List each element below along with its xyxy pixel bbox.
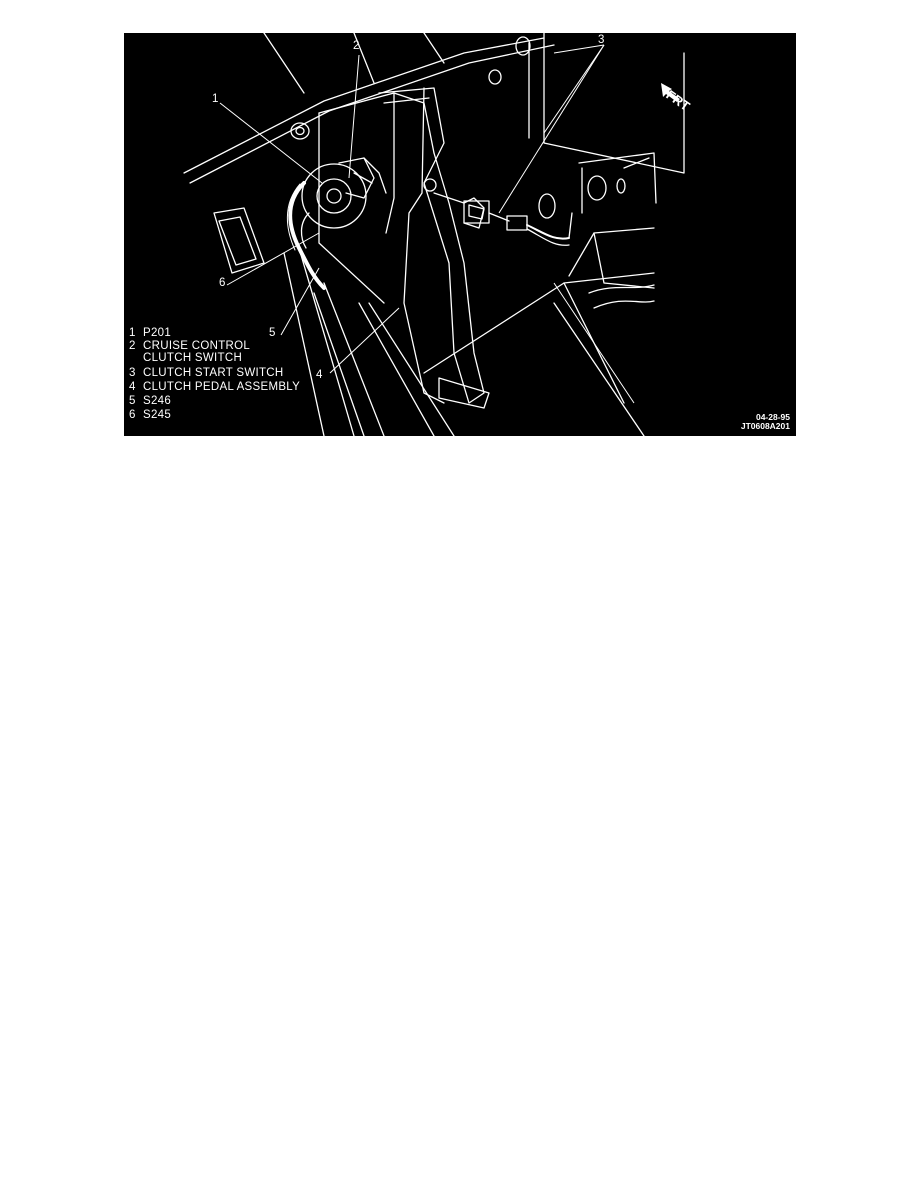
legend-item: 3 CLUTCH START SWITCH xyxy=(129,366,300,380)
legend-label: S245 xyxy=(143,409,172,421)
legend-item: 5 S246 xyxy=(129,394,300,408)
date-code: 04-28-95 xyxy=(755,412,790,422)
callout-5: 5 xyxy=(269,327,276,339)
clutch-pedal-diagram: 1 2 3 4 5 6 FRT 1 P201 2 CRUISE CONTROL … xyxy=(124,33,796,436)
callout-3: 3 xyxy=(598,34,605,46)
legend-label: P201 xyxy=(143,327,172,339)
legend-item: 1 P201 xyxy=(129,326,300,340)
legend-number: 4 xyxy=(129,381,136,393)
figure-code: JT0608A201 xyxy=(740,421,790,431)
legend-number: 3 xyxy=(129,367,136,379)
line-drawing xyxy=(183,33,685,436)
legend: 1 P201 2 CRUISE CONTROL CLUTCH SWITCH 3 … xyxy=(129,326,300,422)
legend-label: CLUTCH PEDAL ASSEMBLY xyxy=(143,381,301,393)
callout-1: 1 xyxy=(212,93,219,105)
legend-label: CRUISE CONTROL CLUTCH SWITCH xyxy=(143,340,251,364)
legend-label: CLUTCH START SWITCH xyxy=(143,367,284,379)
callout-4: 4 xyxy=(316,369,323,381)
legend-number: 6 xyxy=(129,409,136,421)
callout-6: 6 xyxy=(219,277,226,289)
legend-item: 2 CRUISE CONTROL CLUTCH SWITCH xyxy=(129,340,300,366)
figure-id: 04-28-95 JT0608A201 xyxy=(741,413,790,431)
legend-number: 2 xyxy=(129,340,136,352)
callout-2: 2 xyxy=(353,40,360,52)
legend-item: 6 S245 xyxy=(129,408,300,422)
legend-item: 4 CLUTCH PEDAL ASSEMBLY xyxy=(129,380,300,394)
legend-number: 5 xyxy=(129,395,136,407)
legend-label: S246 xyxy=(143,395,172,407)
legend-number: 1 xyxy=(129,327,136,339)
